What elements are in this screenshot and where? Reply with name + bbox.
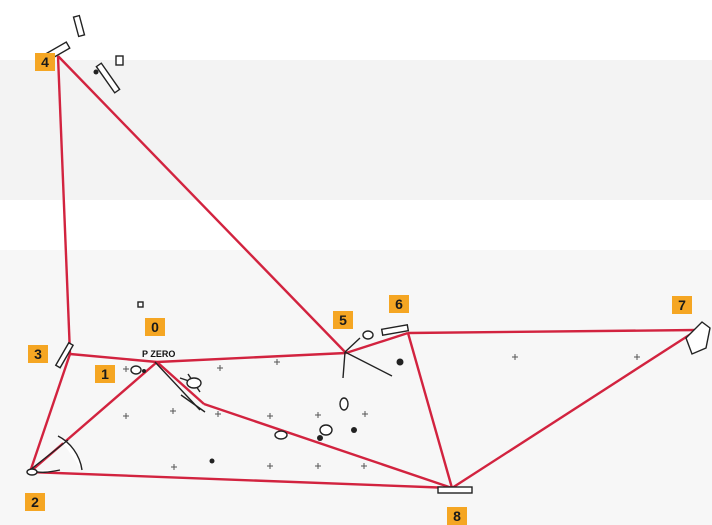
- marker-6: 6: [389, 295, 409, 313]
- marker-5: 5: [333, 311, 353, 329]
- marker-number: 6: [395, 296, 403, 312]
- debris-sketch-a: [275, 431, 287, 439]
- debris-sketch-e: [351, 427, 357, 433]
- debris-sketch-b: [340, 398, 348, 410]
- marker-number: 4: [41, 54, 49, 70]
- marker-number: 1: [101, 366, 109, 382]
- marker-number: 8: [453, 508, 461, 524]
- reference-point-label: P ZERO: [142, 349, 175, 359]
- marker-number: 0: [151, 319, 159, 335]
- marker-7: 7: [672, 296, 692, 314]
- debris-sketch-f: [210, 459, 215, 464]
- marker-4: 4: [35, 53, 55, 71]
- ring-sketch-2: [27, 469, 37, 475]
- marker-number: 3: [34, 346, 42, 362]
- debris-sketch-c: [320, 425, 332, 435]
- marker-number: 7: [678, 297, 686, 313]
- marker-3: 3: [28, 345, 48, 363]
- marker-0: 0: [145, 318, 165, 336]
- marker-1: 1: [95, 365, 115, 383]
- marker-2: 2: [25, 493, 45, 511]
- marker-number: 5: [339, 312, 347, 328]
- marker-8: 8: [447, 507, 467, 525]
- debris-sketch-d: [317, 435, 323, 441]
- cannon-sketch-8: [438, 487, 472, 493]
- marker-number: 2: [31, 494, 39, 510]
